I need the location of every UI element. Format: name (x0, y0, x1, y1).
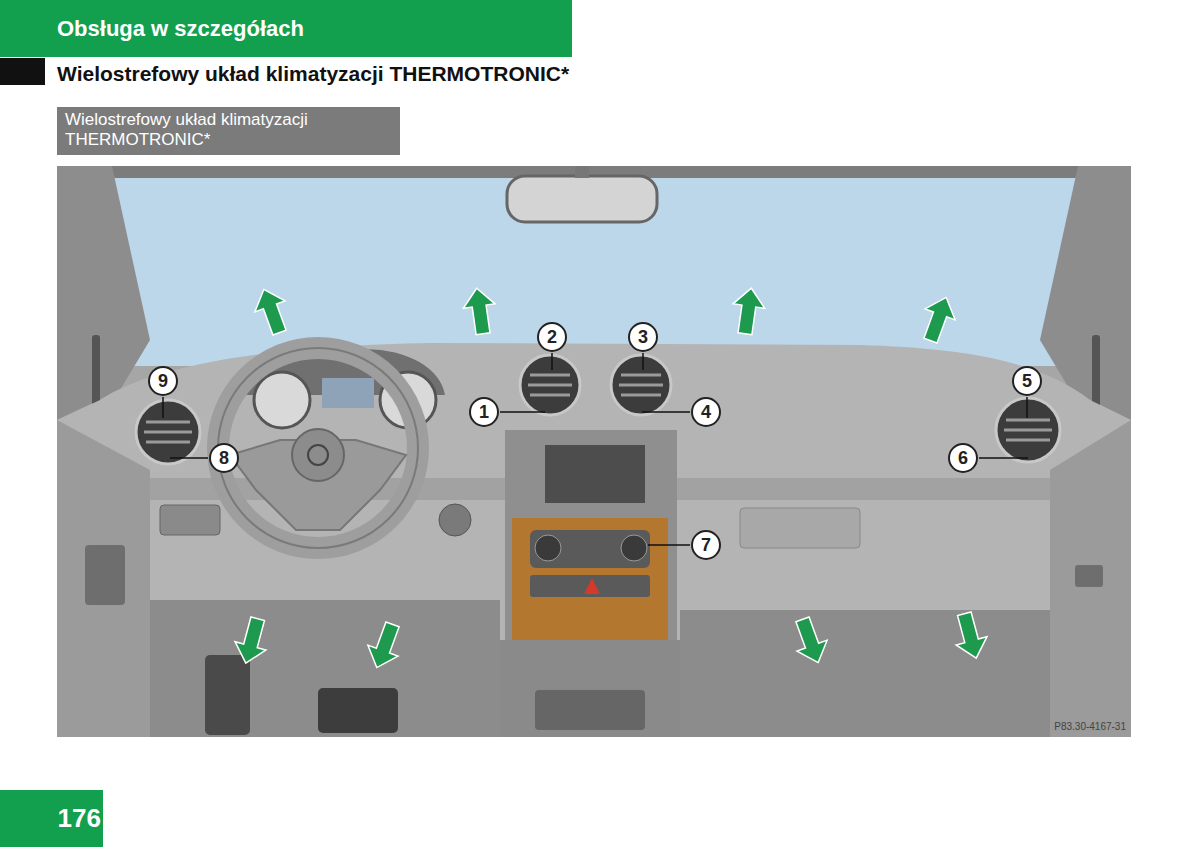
rear-mirror (507, 176, 657, 222)
climate-panel (530, 530, 650, 568)
callout-number: 7 (691, 530, 721, 560)
callout-number: 3 (628, 322, 658, 352)
knob (535, 535, 561, 561)
center-console (505, 430, 677, 640)
callout-text: 3 (638, 327, 648, 348)
mirror-stem (575, 166, 589, 178)
knob (621, 535, 647, 561)
node-text: 176 (58, 803, 101, 834)
steering-wheel-edge (218, 348, 418, 548)
wood-panel (512, 518, 668, 640)
callout-number: 5 (1012, 366, 1042, 396)
ignition (439, 504, 471, 536)
callout-text: 2 (547, 327, 557, 348)
leader-lines (163, 353, 1028, 545)
page-number: 176 (0, 790, 103, 847)
door-right (1050, 420, 1131, 737)
callout-number: 6 (948, 443, 978, 473)
glove-box-handle (740, 508, 860, 548)
windshield (57, 166, 1131, 366)
button-row (530, 575, 650, 597)
airflow-arrows (230, 284, 991, 673)
section-band: Obsługa w szczegółach (0, 0, 572, 57)
callout-text: 8 (219, 448, 229, 469)
callout-number: 2 (537, 322, 567, 352)
callout-text: 7 (701, 535, 711, 556)
door-switch (1075, 565, 1103, 587)
node-text: Obsługa w szczegółach (57, 16, 304, 42)
pedal (318, 688, 398, 733)
callout-text: 1 (479, 402, 489, 423)
steering-wheel (218, 348, 418, 548)
callout-text: 6 (958, 448, 968, 469)
callout-text: 4 (701, 402, 711, 423)
a-pillar (57, 166, 150, 420)
heading: Wielostrefowy układ klimatyzacji THERMOT… (57, 62, 569, 86)
dashboard (57, 343, 1131, 737)
star-emblem (308, 445, 328, 465)
callout-number: 9 (148, 366, 178, 396)
node-text: Wielostrefowy układ klimatyzacji THERMOT… (65, 110, 392, 150)
interior (57, 166, 1131, 737)
door-left (57, 420, 150, 737)
figure-code: P83.30-4167-31 (1052, 721, 1128, 732)
callout-number: 1 (469, 397, 499, 427)
steering-hub (292, 429, 344, 481)
center-tunnel (500, 640, 680, 737)
gauge (254, 372, 310, 428)
interior-ground (57, 166, 1131, 737)
subsection-box: Wielostrefowy układ klimatyzacji THERMOT… (57, 107, 400, 155)
callout-number: 8 (209, 443, 239, 473)
vent (136, 355, 1060, 464)
callout-number: 4 (691, 397, 721, 427)
callout-text: 9 (158, 371, 168, 392)
heading-marker (0, 58, 45, 85)
footwell-right (680, 610, 1050, 737)
window-switches (85, 545, 125, 605)
footrest (205, 655, 250, 735)
footwell-left (150, 600, 500, 737)
rear-vent (535, 690, 645, 730)
screen (545, 445, 645, 503)
callout-text: 5 (1022, 371, 1032, 392)
light-switch (160, 505, 220, 535)
display (322, 378, 374, 408)
hazard-button (584, 578, 600, 594)
